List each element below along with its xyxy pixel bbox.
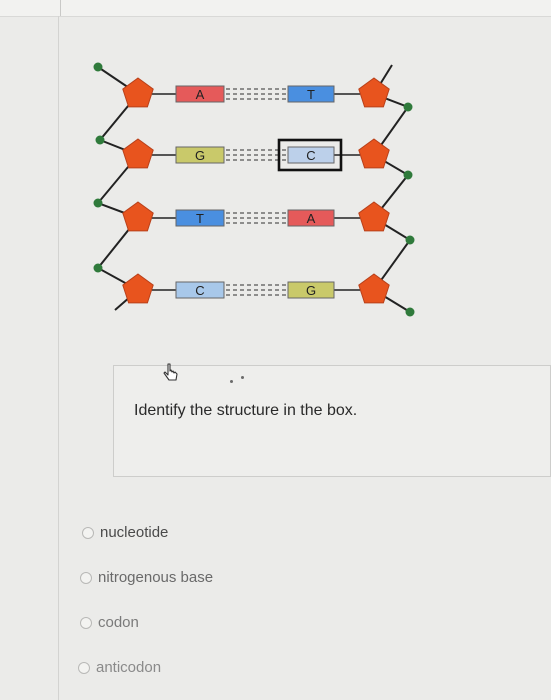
nitrogenous-base-left [175, 146, 225, 164]
phosphate-right [403, 170, 413, 180]
phosphate-right [405, 307, 415, 317]
option-label: nitrogenous base [98, 569, 214, 586]
option-label: codon [98, 614, 139, 631]
sugar-pentagon-right [358, 138, 390, 169]
nitrogenous-base-left [175, 281, 225, 299]
radio-button[interactable] [82, 526, 94, 539]
dna-diagram: A T G C T A C G [93, 62, 415, 317]
nitrogenous-base-left [175, 209, 225, 227]
sugar-pentagon-left [122, 77, 154, 108]
radio-button[interactable] [78, 661, 90, 674]
content-left-rule [58, 16, 59, 700]
highlight-box [277, 138, 343, 172]
base-letter-left: T [196, 211, 204, 226]
phosphate-left [95, 135, 105, 145]
base-letter-right: G [306, 283, 316, 298]
option-label: anticodon [96, 659, 162, 676]
dna-structure: A T G C T A C G [93, 62, 415, 317]
radio-button[interactable] [80, 571, 92, 584]
base-letter-left: A [196, 87, 205, 102]
option-anticodon[interactable]: anticodon [78, 659, 161, 676]
base-letter-right: T [307, 87, 315, 102]
sugar-pentagon-left [122, 273, 154, 304]
option-nucleotide[interactable]: nucleotide [82, 524, 168, 541]
phosphate-right [403, 102, 413, 112]
phosphate-right [405, 235, 415, 245]
question-prompt: Identify the structure in the box. [134, 402, 358, 419]
sugar-pentagon-right [358, 273, 390, 304]
nitrogenous-base-right [287, 85, 335, 103]
top-strip [0, 0, 551, 17]
nitrogenous-base-right [287, 146, 335, 164]
phosphate-left [93, 62, 103, 72]
radio-button[interactable] [80, 616, 92, 629]
base-letter-left: G [195, 148, 205, 163]
option-nitrogenous-base[interactable]: nitrogenous base [80, 569, 213, 586]
option-label: nucleotide [100, 524, 169, 541]
sugar-pentagon-right [358, 201, 390, 232]
phosphate-left [93, 198, 103, 208]
nitrogenous-base-right [287, 281, 335, 299]
stray-mark [241, 376, 244, 379]
base-letter-left: C [195, 283, 204, 298]
nitrogenous-base-right [287, 209, 335, 227]
pointer-cursor-icon [163, 363, 178, 381]
base-letter-right: A [307, 211, 316, 226]
sugar-pentagon-left [122, 138, 154, 169]
sugar-pentagon-right [358, 77, 390, 108]
nitrogenous-base-left [175, 85, 225, 103]
option-codon[interactable]: codon [80, 614, 139, 631]
sugar-pentagon-left [122, 201, 154, 232]
top-strip-divider [60, 0, 61, 16]
stray-mark [230, 380, 233, 383]
phosphate-left [93, 263, 103, 273]
question-box [113, 365, 551, 477]
base-letter-right: C [306, 148, 315, 163]
